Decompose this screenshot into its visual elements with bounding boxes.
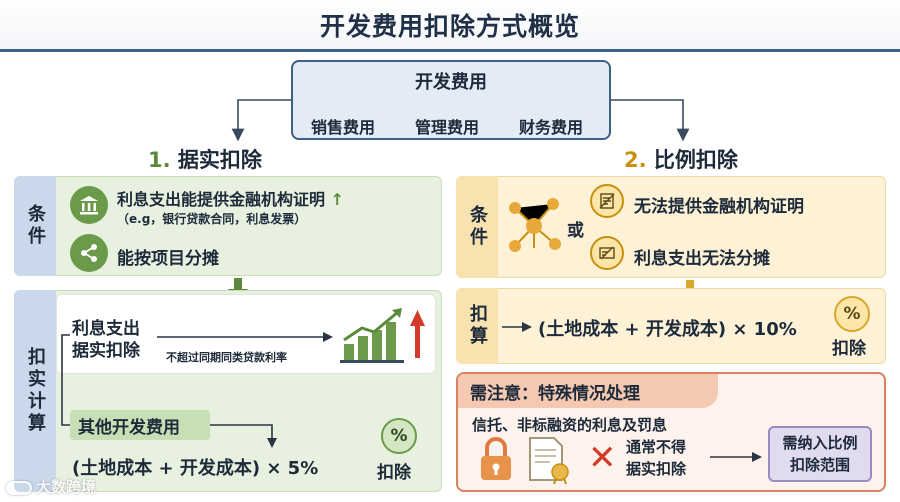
- right-heading-text: 比例扣除: [653, 148, 738, 172]
- notice-normal-line1: 通常不得: [626, 438, 687, 456]
- notice-normal-line2: 据实扣除: [626, 460, 687, 478]
- percent-icon: %: [381, 418, 417, 454]
- right-heading-num: 2.: [624, 148, 647, 172]
- other-branch-line: [61, 334, 277, 448]
- left-heading-num: 1.: [148, 148, 171, 172]
- left-calc-tab: 扣实计算: [14, 290, 56, 492]
- left-heading-text: 据实扣除: [177, 148, 262, 172]
- notice-arrow: [710, 452, 762, 462]
- left-cond1: 利息支出能提供金融机构证明 ↑: [117, 186, 344, 210]
- right-formula: (土地成本 + 开发成本) × 10%: [538, 319, 797, 340]
- right-cond-tab: 条件: [456, 176, 498, 278]
- right-calc-arrow: [502, 322, 532, 332]
- left-cond1-text: 利息支出能提供金融机构证明: [117, 190, 326, 209]
- other-dev-cost-box: 其他开发费用: [70, 410, 210, 440]
- right-heading: 2. 比例扣除: [624, 144, 738, 174]
- right-deduct-label: 扣除: [832, 339, 866, 359]
- right-calc-tab: 扣算: [456, 288, 498, 364]
- share-icon: [70, 234, 108, 272]
- interest-label: 利息支出 据实扣除: [72, 318, 140, 362]
- left-cond-tab: 条件: [14, 176, 56, 276]
- interest-line1: 利息支出: [72, 319, 140, 339]
- document-strike-icon: [590, 184, 624, 218]
- right-percent-icon: %: [834, 296, 870, 332]
- proportional-scope-box: 需纳入比例 扣除范围: [768, 426, 872, 482]
- notice-desc: 信托、非标融资的利息及罚息: [472, 416, 668, 434]
- watermark-logo-icon: [6, 480, 32, 495]
- result-line2: 扣除范围: [789, 456, 850, 474]
- dev-cost-box: 开发费用 销售费用 管理费用 财务费用: [291, 60, 611, 140]
- right-cond2: 利息支出无法分摊: [634, 249, 770, 269]
- notice-normal: 通常不得 据实扣除: [626, 436, 686, 480]
- growth-chart-icon: [340, 308, 425, 363]
- sales-cost-label: 销售费用: [311, 118, 376, 137]
- watermark: 大数跨境: [6, 476, 96, 497]
- right-cond1: 无法提供金融机构证明: [634, 197, 804, 217]
- interest-note: 不超过同期同类贷款利率: [166, 351, 287, 364]
- left-deduct-label: 扣除: [377, 463, 411, 483]
- title-bar: 开发费用扣除方式概览: [0, 0, 900, 52]
- dev-cost-title: 开发费用: [415, 72, 487, 93]
- cross-icon: ✕: [588, 438, 617, 478]
- admin-cost-label: 管理费用: [415, 118, 480, 137]
- result-line1: 需纳入比例: [782, 434, 858, 452]
- network-icon: [509, 198, 561, 252]
- or-label: 或: [567, 221, 584, 241]
- watermark-text: 大数跨境: [36, 478, 97, 496]
- notice-box: 需注意：特殊情况处理 信托、非标融资的利息及罚息 ✕ 通常不得 据实扣除 需纳入…: [456, 372, 886, 492]
- left-cond2: 能按项目分摊: [117, 249, 219, 269]
- left-heading: 1. 据实扣除: [148, 144, 262, 174]
- notice-head: 需注意：特殊情况处理: [458, 374, 718, 408]
- left-cond1-sub: （e.g，银行贷款合同，利息发票）: [117, 212, 307, 226]
- left-formula: (土地成本 + 开发成本) × 5%: [72, 458, 319, 479]
- interest-line2: 据实扣除: [72, 341, 140, 361]
- up-arrow-icon: ↑: [330, 190, 344, 209]
- contract-icon: [529, 437, 569, 484]
- finance-cost-label: 财务费用: [519, 118, 584, 137]
- lock-icon: [481, 437, 511, 480]
- check-strike-icon: [590, 236, 624, 270]
- interest-arrow: [157, 332, 333, 342]
- page-title: 开发费用扣除方式概览: [319, 11, 580, 41]
- bank-icon: [70, 186, 108, 224]
